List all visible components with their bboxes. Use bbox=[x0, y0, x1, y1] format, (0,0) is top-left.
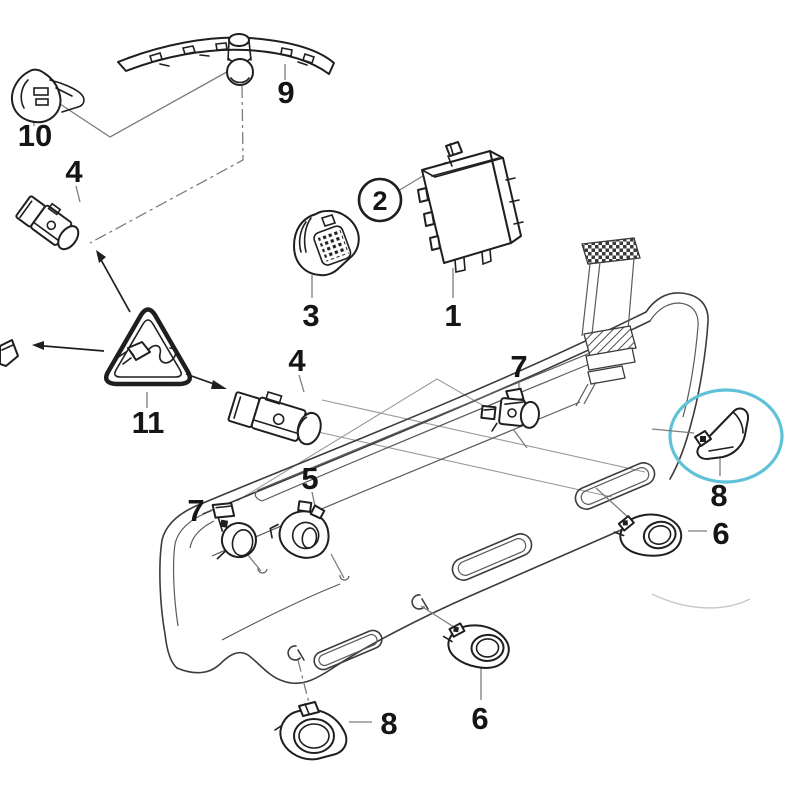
trim-strip-stud bbox=[226, 33, 254, 86]
callout-part-8-bottom: 8 bbox=[380, 706, 397, 741]
callout-part-10: 10 bbox=[18, 118, 52, 153]
part-7-holder-left bbox=[211, 502, 257, 560]
callout-part-3: 3 bbox=[302, 298, 319, 333]
bumper-hook-hole-mid bbox=[411, 594, 429, 610]
rear-bumper bbox=[159, 237, 751, 685]
part-7-holder-upper bbox=[480, 387, 540, 432]
callout-part-8-highlighted: 8 bbox=[710, 478, 727, 513]
callout-part-1: 1 bbox=[444, 298, 461, 333]
part-6-holder-bottom bbox=[442, 622, 510, 669]
bumper-hole-small-1 bbox=[257, 567, 268, 574]
part-4-sensor-upper bbox=[15, 195, 80, 251]
part-4-sensor-middle bbox=[227, 390, 322, 446]
part-6-holder-right bbox=[613, 513, 683, 557]
callout-part-11: 11 bbox=[132, 405, 165, 440]
callout-part-7-left: 7 bbox=[187, 493, 204, 528]
bumper-hatched-bracket bbox=[575, 237, 641, 407]
callout-part-4-middle: 4 bbox=[288, 343, 306, 378]
callout-labels: 9 10 4 1 3 11 4 7 8 6 7 5 6 8 bbox=[18, 75, 730, 741]
plug-cable-icon bbox=[116, 341, 177, 365]
part-5-holder bbox=[269, 500, 330, 559]
triangle-arrows bbox=[32, 250, 227, 389]
bumper-hook-hole-left bbox=[287, 645, 305, 661]
module-top-clip bbox=[445, 141, 463, 167]
bumper-hole-small-2 bbox=[339, 574, 350, 581]
leader-stud-to-sensor-dashdot bbox=[89, 85, 244, 244]
callout-part-4-upper: 4 bbox=[65, 154, 83, 189]
highlight-circle bbox=[668, 388, 784, 484]
leader-elbow-line bbox=[236, 378, 490, 502]
bumper-corner-faint-line bbox=[651, 593, 751, 609]
bumper-slot-right bbox=[574, 462, 656, 510]
callout-circle bbox=[357, 177, 403, 223]
bumper-slot-left bbox=[313, 629, 383, 671]
part-3-round-connector bbox=[293, 209, 360, 277]
part-10-sensor-ring bbox=[11, 68, 85, 124]
callout-part-2: 2 bbox=[372, 186, 387, 216]
part-1-control-module bbox=[417, 141, 524, 273]
callout-part-6-right: 6 bbox=[712, 516, 729, 551]
construction-lines bbox=[56, 67, 646, 502]
callout-part-5: 5 bbox=[301, 461, 318, 496]
bumper-slot-middle bbox=[451, 533, 533, 581]
part-2-circled-callout: 2 bbox=[357, 177, 403, 223]
leader-sensor4-to-bumper-a bbox=[321, 399, 646, 473]
leader-sensor4-to-bumper-b bbox=[317, 431, 613, 498]
leader-part10-to-strip bbox=[56, 67, 235, 138]
part-11-warning-triangle bbox=[32, 250, 227, 389]
part-8-bracket-highlighted bbox=[694, 407, 750, 460]
callout-part-9: 9 bbox=[277, 75, 294, 110]
part-8-bracket-bottom bbox=[274, 701, 348, 761]
part-9-trim-strip bbox=[117, 33, 335, 86]
left-edge-part bbox=[0, 339, 19, 367]
callout-part-6-bottom: 6 bbox=[471, 701, 488, 736]
callout-part-7-upper: 7 bbox=[510, 349, 527, 384]
